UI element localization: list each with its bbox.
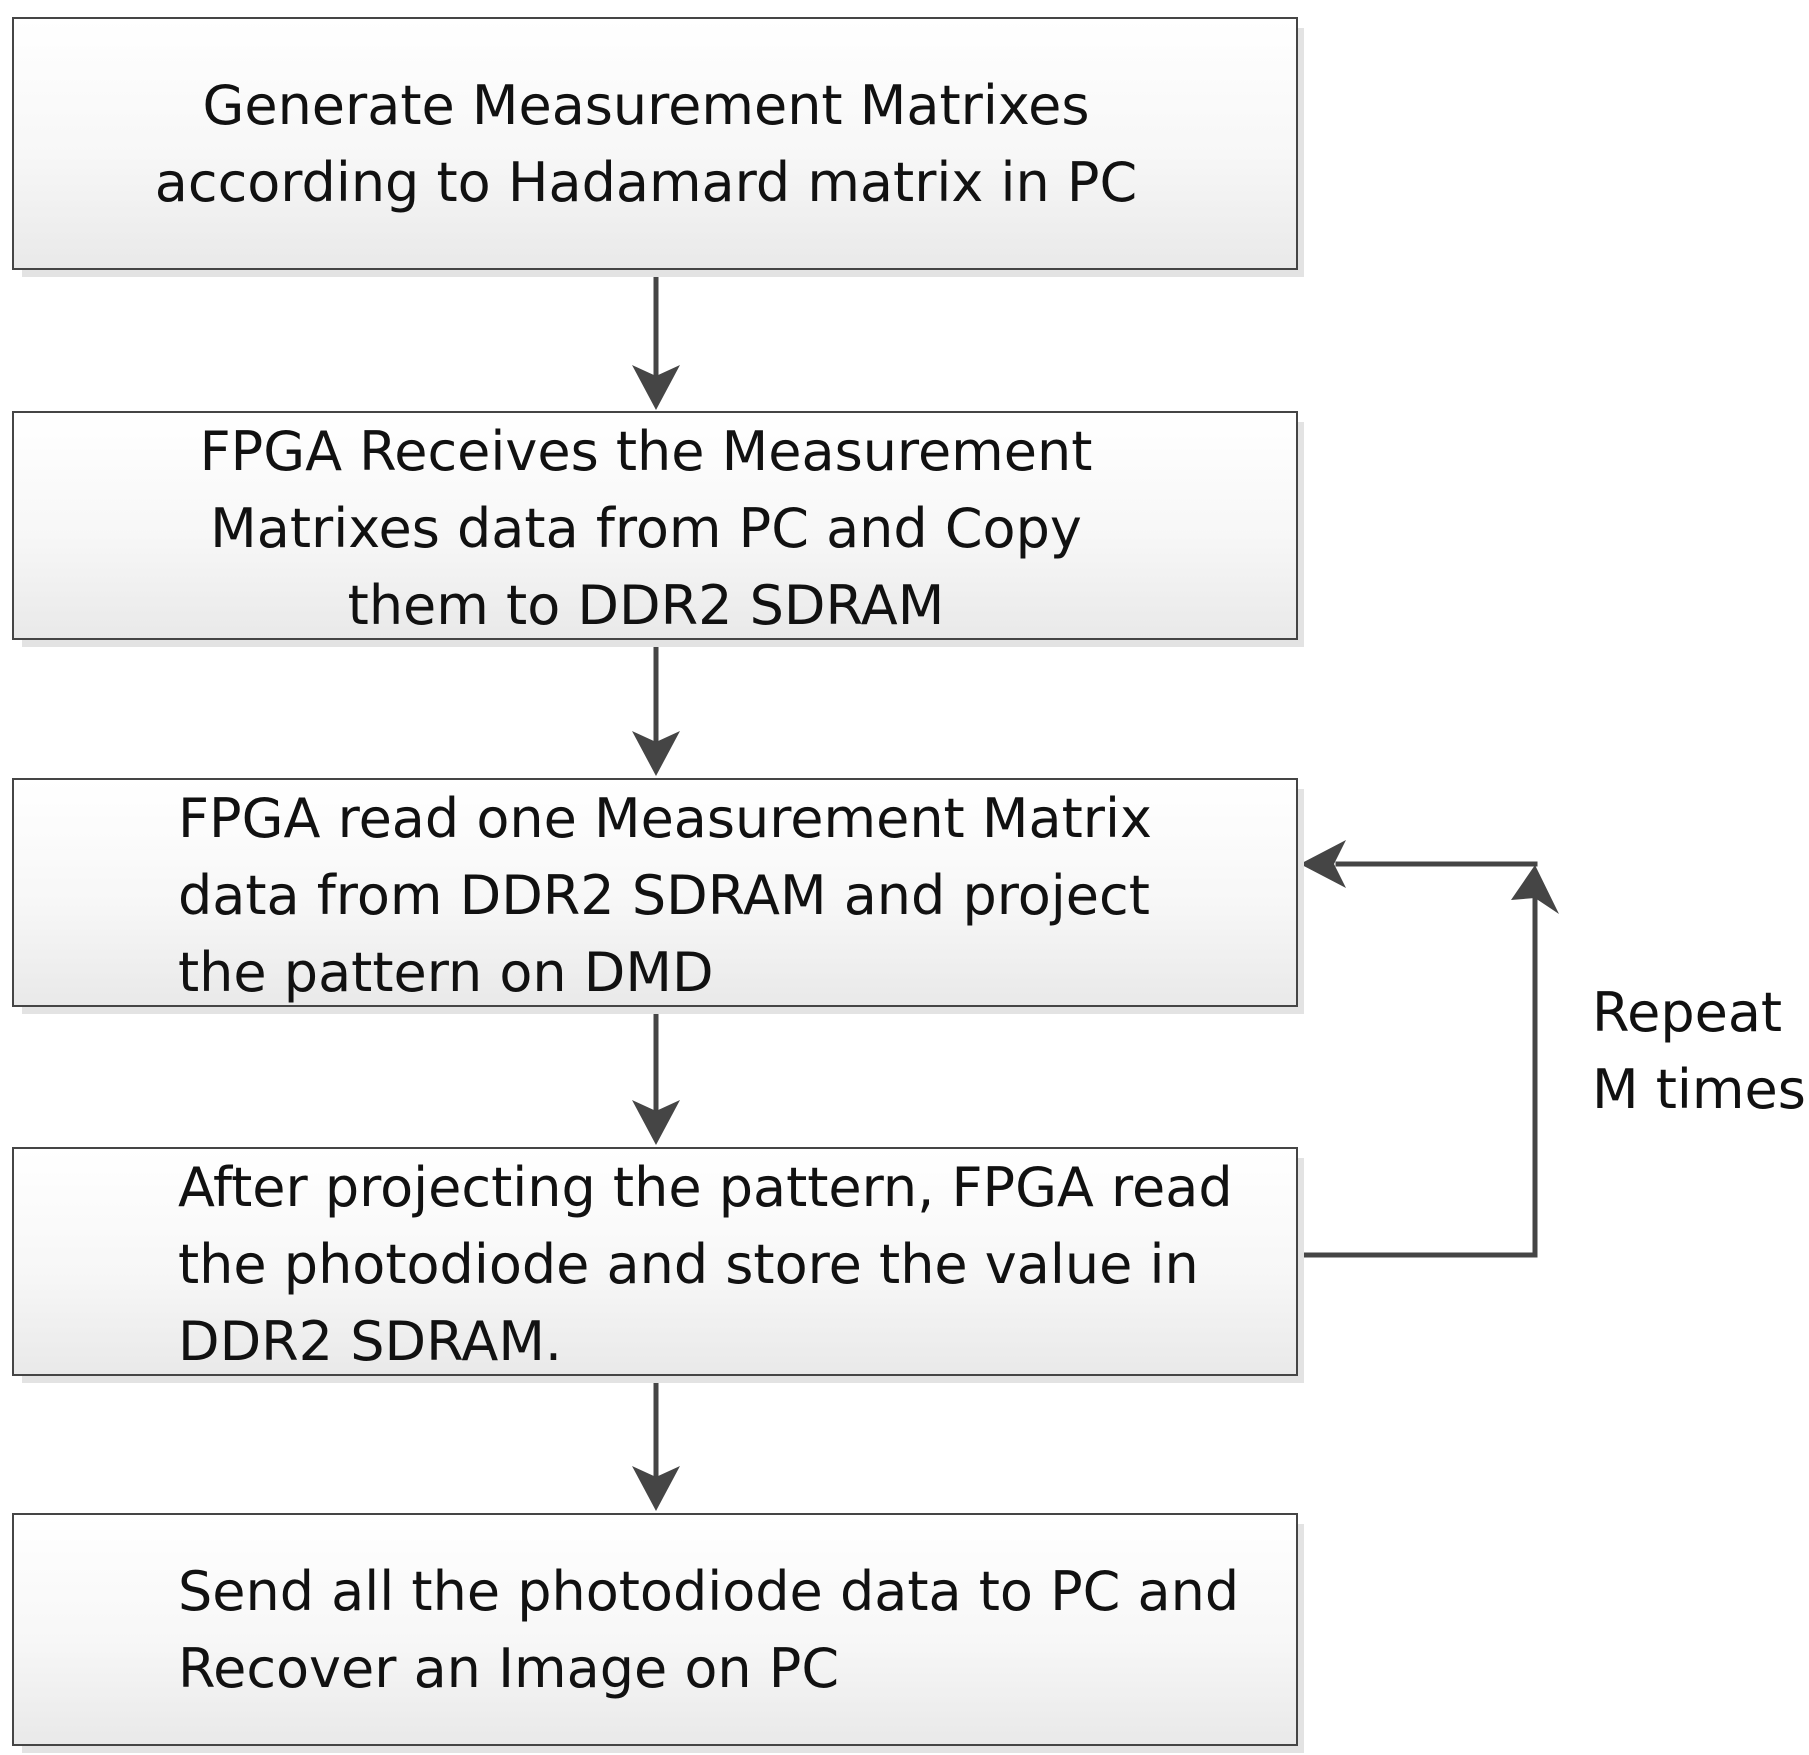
step-4-line-2: the photodiode and store the value in <box>178 1233 1199 1296</box>
loop-label-line-1: Repeat <box>1592 981 1783 1044</box>
loop-label: Repeat M times <box>1592 974 1806 1128</box>
arrowhead-step2 <box>632 365 680 410</box>
loop-label-line-2: M times <box>1592 1058 1806 1121</box>
step-5-box: Send all the photodiode data to PC and R… <box>12 1513 1298 1746</box>
arrowhead-step5 <box>632 1466 680 1511</box>
step-2-line-2: Matrixes data from PC and Copy <box>210 497 1082 560</box>
step-3-line-2: data from DDR2 SDRAM and project <box>178 864 1150 927</box>
step-2-line-1: FPGA Receives the Measurement <box>199 420 1093 483</box>
step-5-line-2: Recover an Image on PC <box>178 1636 840 1700</box>
step-5-line-1: Send all the photodiode data to PC and <box>178 1559 1240 1623</box>
step-3-line-3: the pattern on DMD <box>178 941 714 1004</box>
step-1-box: Generate Measurement Matrixes according … <box>12 17 1298 270</box>
loop-back-path <box>1295 877 1538 1258</box>
arrowhead-loop-left <box>1300 840 1346 888</box>
arrowhead-step3 <box>632 731 680 776</box>
arrowhead-step4 <box>632 1100 680 1145</box>
step-1-line-1: Generate Measurement Matrixes <box>202 73 1090 137</box>
step-1-line-2: according to Hadamard matrix in PC <box>154 150 1138 214</box>
arrowhead-loop-up <box>1511 865 1559 914</box>
step-2-line-3: them to DDR2 SDRAM <box>347 574 945 637</box>
step-3-line-1: FPGA read one Measurement Matrix <box>178 787 1152 850</box>
step-2-box: FPGA Receives the Measurement Matrixes d… <box>12 411 1298 640</box>
step-3-box: FPGA read one Measurement Matrix data fr… <box>12 778 1298 1007</box>
step-4-line-3: DDR2 SDRAM. <box>178 1310 563 1373</box>
step-4-box: After projecting the pattern, FPGA read … <box>12 1147 1298 1376</box>
step-4-line-1: After projecting the pattern, FPGA read <box>178 1156 1233 1219</box>
